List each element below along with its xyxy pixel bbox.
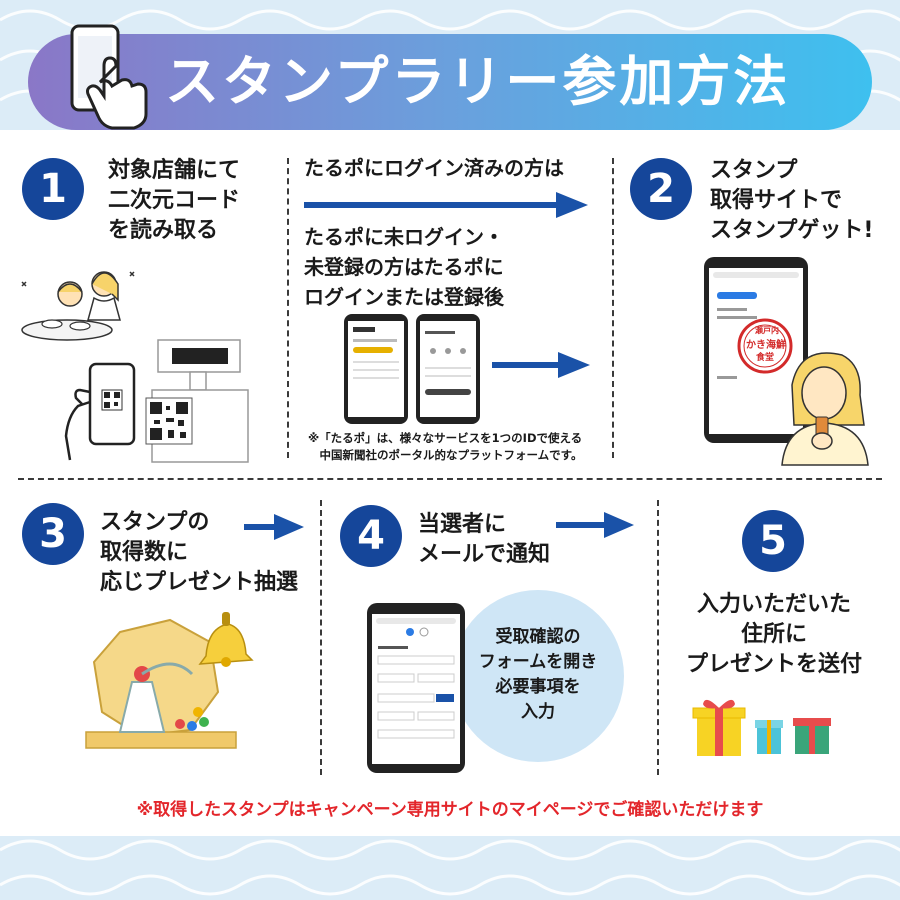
form-phone-illustration [367, 603, 465, 773]
step-3-text: スタンプの 取得数に 応じプレゼント抽選 [100, 510, 299, 595]
arrow-right-icon-3 [244, 514, 304, 540]
qr-code-icon [145, 397, 193, 445]
phone-login-screen-2 [416, 314, 480, 424]
woman-with-phone-illustration [781, 352, 869, 466]
gift-icon [692, 699, 831, 756]
step-1-text: 対象店舗にて 二次元コード を読み取る [108, 158, 241, 243]
step-5-badge: 5 [742, 510, 804, 572]
divider-4 [657, 500, 659, 775]
dining-people-illustration [21, 271, 135, 341]
instruction-bubble [452, 590, 624, 762]
step-2-badge: 2 [630, 158, 692, 220]
not-logged-in-text: たるポに未ログイン・ 未登録の方はたるポに ログインまたは登録後 [304, 225, 504, 309]
stamp-line-2: かき海鮮 [746, 340, 786, 351]
divider-1 [287, 158, 289, 458]
page-title: スタンプラリー参加方法 [165, 50, 791, 113]
divider-2 [612, 158, 614, 458]
step-1-badge: 1 [22, 158, 84, 220]
phone-login-screen-1 [344, 314, 408, 424]
title-banner [28, 34, 872, 130]
stamp-line-3: 食堂 [756, 353, 775, 363]
instruction-bubble-text: 受取確認の フォームを開き 必要事項を 入力 [478, 627, 598, 722]
tarupo-footnote: ※「たるポ」は、様々なサービスを1つのIDで使える 中国新聞社のポータル的なプラ… [308, 431, 583, 462]
smartphone-tap-icon [70, 24, 148, 130]
step-2-text: スタンプ 取得サイトで スタンプゲット! [710, 158, 874, 243]
lottery-machine-icon [85, 618, 237, 749]
arrow-right-icon [304, 192, 588, 218]
stamp-line-1: 瀬戸内 [755, 326, 779, 335]
logged-in-text: たるポにログイン済みの方は [304, 156, 564, 180]
hand-phone-scan-illustration [64, 362, 136, 461]
bottom-notice: ※取得したスタンプはキャンペーン専用サイトのマイページでご確認いただけます [136, 800, 764, 820]
bell-icon [198, 612, 254, 667]
divider-3 [320, 500, 322, 775]
row-divider [18, 478, 882, 480]
arrow-right-icon-4 [556, 512, 634, 538]
stamp-seal [737, 318, 793, 374]
arrow-right-icon-2 [492, 352, 590, 378]
step-3-badge: 3 [22, 503, 84, 565]
step-5-text: 入力いただいた 住所に プレゼントを送付 [685, 592, 862, 677]
step-4-badge: 4 [340, 505, 402, 567]
register-illustration [151, 339, 249, 463]
step-4-text: 当選者に メールで通知 [418, 512, 551, 567]
